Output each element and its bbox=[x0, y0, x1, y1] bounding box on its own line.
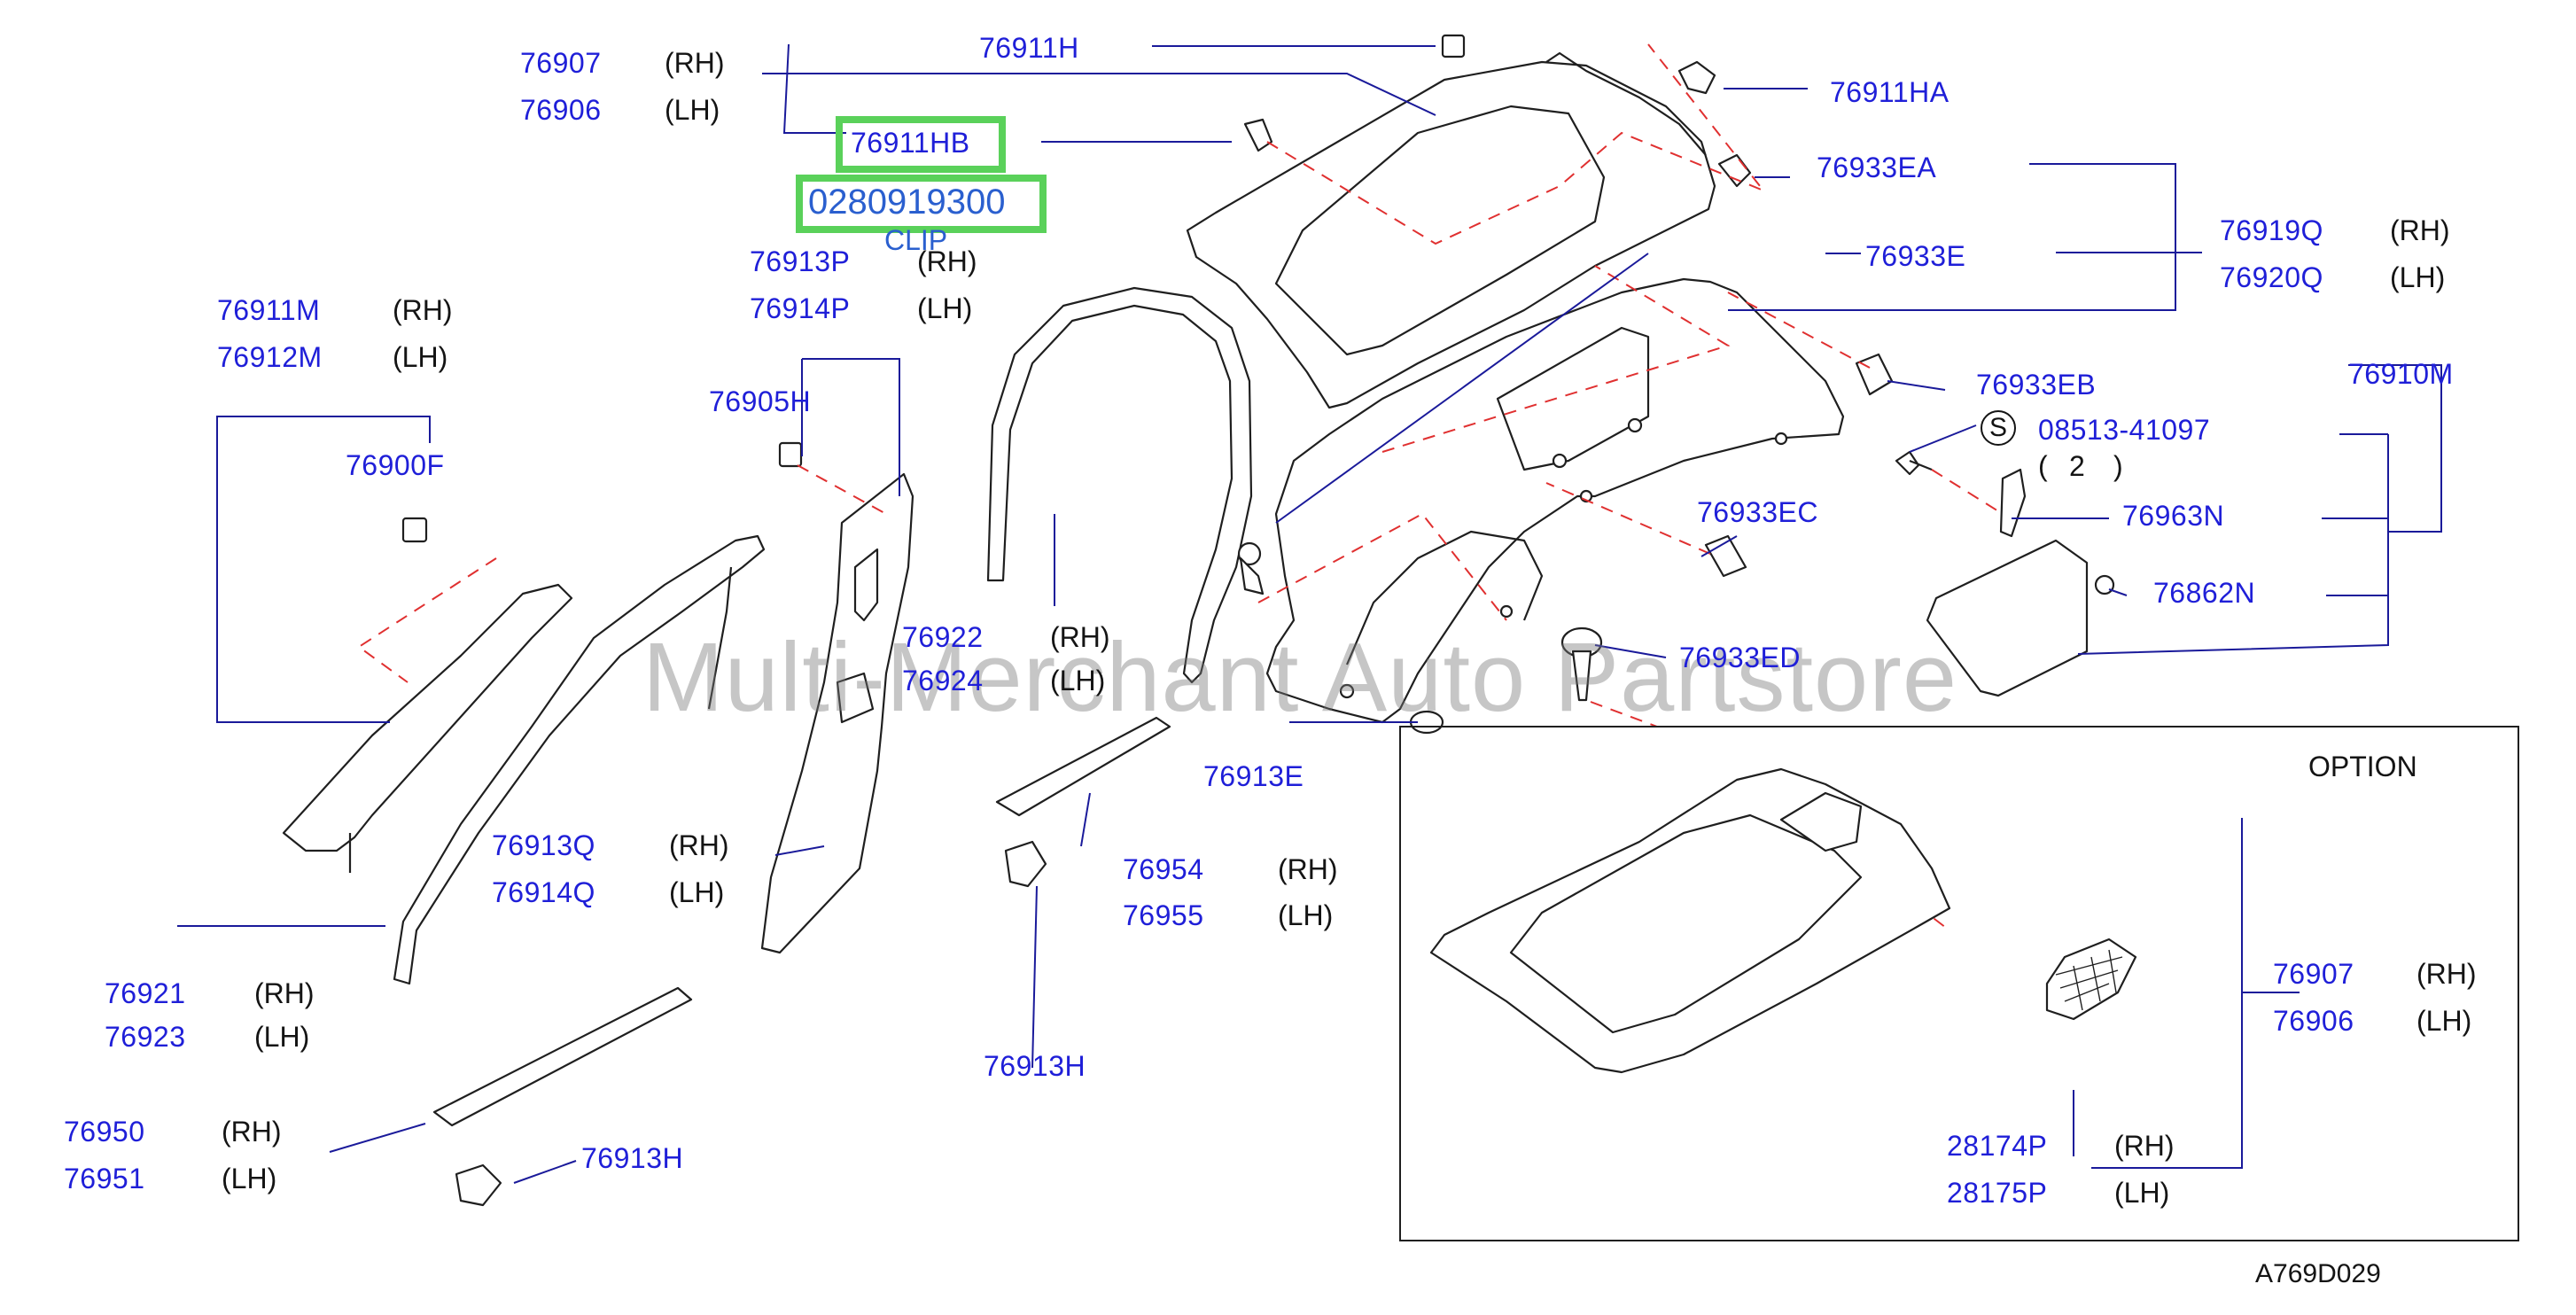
rh-label: (RH) bbox=[665, 47, 725, 79]
rh-label: (RH) bbox=[2416, 958, 2477, 990]
clip-76913H-low bbox=[455, 1163, 502, 1207]
part-76911HA-label: 76911HA bbox=[1830, 76, 1950, 108]
part-76911M-label: 76911M bbox=[217, 294, 321, 326]
part-76933EC-label: 76933EC bbox=[1697, 496, 1818, 528]
center-pillar-slot bbox=[853, 548, 879, 622]
option-vent-grille bbox=[2045, 938, 2137, 1021]
part-76913E-label: 76913E bbox=[1203, 760, 1304, 792]
clip-76933EC bbox=[1704, 534, 1747, 578]
part-76907-label: 76907 bbox=[520, 47, 602, 79]
highlight-number: 0280919300 bbox=[808, 183, 1006, 222]
front-pillar-trim bbox=[282, 583, 573, 852]
part-76913P-label: 76913P bbox=[750, 245, 851, 277]
part-76924-label: 76924 bbox=[902, 665, 984, 696]
part-76910M-label: 76910M bbox=[2348, 358, 2454, 390]
rh-label: (RH) bbox=[669, 829, 729, 861]
watermark: Multi-Merchant Auto Partstore bbox=[642, 623, 1958, 732]
part-08513-41097-label: 08513-41097 bbox=[2038, 414, 2211, 446]
part-76951-label: 76951 bbox=[64, 1163, 145, 1194]
part-76955-label: 76955 bbox=[1123, 899, 1204, 931]
rh-label: (RH) bbox=[1050, 621, 1110, 653]
option-label: OPTION bbox=[2308, 751, 2417, 782]
rh-label: (RH) bbox=[2390, 214, 2450, 246]
cover-76862N bbox=[1926, 539, 2089, 697]
quarter-window-cutout bbox=[1496, 326, 1650, 471]
part-28174P-label: 28174P bbox=[1947, 1130, 2048, 1162]
part-76963N-label: 76963N bbox=[2122, 500, 2225, 532]
part-76933ED-label: 76933ED bbox=[1679, 642, 1801, 673]
part-76914Q-label: 76914Q bbox=[492, 876, 595, 908]
part-76862N-label: 76862N bbox=[2153, 577, 2256, 609]
lh-label: (LH) bbox=[2416, 1005, 2472, 1037]
part-76919Q-label: 76919Q bbox=[2220, 214, 2323, 246]
rh-label: (RH) bbox=[254, 977, 315, 1009]
clip-76900F bbox=[401, 517, 428, 543]
rh-label: (RH) bbox=[2114, 1130, 2175, 1162]
highlight-part-box bbox=[836, 116, 1006, 173]
part-76921-label: 76921 bbox=[105, 977, 186, 1009]
part-76914P-label: 76914P bbox=[750, 292, 851, 324]
lh-label: (LH) bbox=[222, 1163, 277, 1194]
clip-76933EB bbox=[1855, 353, 1894, 396]
part-76900F-label: 76900F bbox=[346, 449, 445, 481]
part-28175P-label: 28175P bbox=[1947, 1177, 2048, 1209]
lh-label: (LH) bbox=[2114, 1177, 2170, 1209]
rh-label: (RH) bbox=[1278, 853, 1338, 885]
clip-76911H bbox=[1441, 34, 1466, 58]
pillar-weatherstrip bbox=[986, 286, 1253, 684]
rh-label: (RH) bbox=[917, 245, 977, 277]
part-76950-label: 76950 bbox=[64, 1116, 145, 1148]
part-76906-label: 76906 bbox=[520, 94, 602, 126]
part-76933E-label: 76933E bbox=[1865, 240, 1966, 272]
part-76907-option-label: 76907 bbox=[2273, 958, 2354, 990]
lh-label: (LH) bbox=[2390, 261, 2446, 293]
clip-76911HB bbox=[1243, 118, 1273, 152]
part-76905H-label: 76905H bbox=[709, 385, 812, 417]
qty-open: ( bbox=[2038, 450, 2048, 482]
part-76954-label: 76954 bbox=[1123, 853, 1204, 885]
clip-76933EA bbox=[1717, 153, 1752, 188]
scuff-plate-front bbox=[432, 986, 693, 1127]
part-76933EA-label: 76933EA bbox=[1817, 152, 1937, 183]
part-76933EB-label: 76933EB bbox=[1976, 369, 2097, 401]
option-window bbox=[1509, 813, 1863, 1034]
screw-symbol: S bbox=[1981, 410, 2016, 446]
upper-trim-window bbox=[1274, 105, 1606, 356]
highlight-desc: CLIP bbox=[884, 224, 948, 256]
lh-label: (LH) bbox=[254, 1021, 310, 1053]
qty-number: 2 bbox=[2069, 450, 2085, 482]
lh-label: (LH) bbox=[1050, 665, 1106, 696]
part-76923-label: 76923 bbox=[105, 1021, 186, 1053]
qty-close: ) bbox=[2113, 450, 2123, 482]
clip-76905H bbox=[778, 441, 803, 468]
clip-76913H-mid bbox=[1004, 840, 1047, 888]
part-76906-option-label: 76906 bbox=[2273, 1005, 2354, 1037]
part-76913Q-label: 76913Q bbox=[492, 829, 595, 861]
lh-label: (LH) bbox=[669, 876, 725, 908]
highlight-part-label: 76911HB bbox=[851, 127, 970, 159]
front-pillar-weatherstrip bbox=[393, 534, 766, 985]
lh-label: (LH) bbox=[917, 292, 973, 324]
rh-label: (RH) bbox=[222, 1116, 282, 1148]
part-76913H-low-label: 76913H bbox=[581, 1142, 684, 1174]
part-76912M-label: 76912M bbox=[217, 341, 323, 373]
lh-label: (LH) bbox=[665, 94, 720, 126]
scuff-plate-middle bbox=[995, 716, 1171, 817]
diagram-reference: A769D029 bbox=[2255, 1259, 2381, 1288]
bracket-76963N bbox=[1999, 468, 2027, 538]
clip-76911HA bbox=[1677, 60, 1716, 95]
rh-label: (RH) bbox=[393, 294, 453, 326]
part-76911H-label: 76911H bbox=[979, 32, 1079, 64]
part-76913H-mid-label: 76913H bbox=[984, 1050, 1086, 1082]
option-frame bbox=[1399, 726, 2519, 1241]
lh-label: (LH) bbox=[1278, 899, 1334, 931]
lh-label: (LH) bbox=[393, 341, 448, 373]
part-76922-label: 76922 bbox=[902, 621, 984, 653]
highlight-number-box bbox=[796, 175, 1047, 233]
part-76920Q-label: 76920Q bbox=[2220, 261, 2323, 293]
